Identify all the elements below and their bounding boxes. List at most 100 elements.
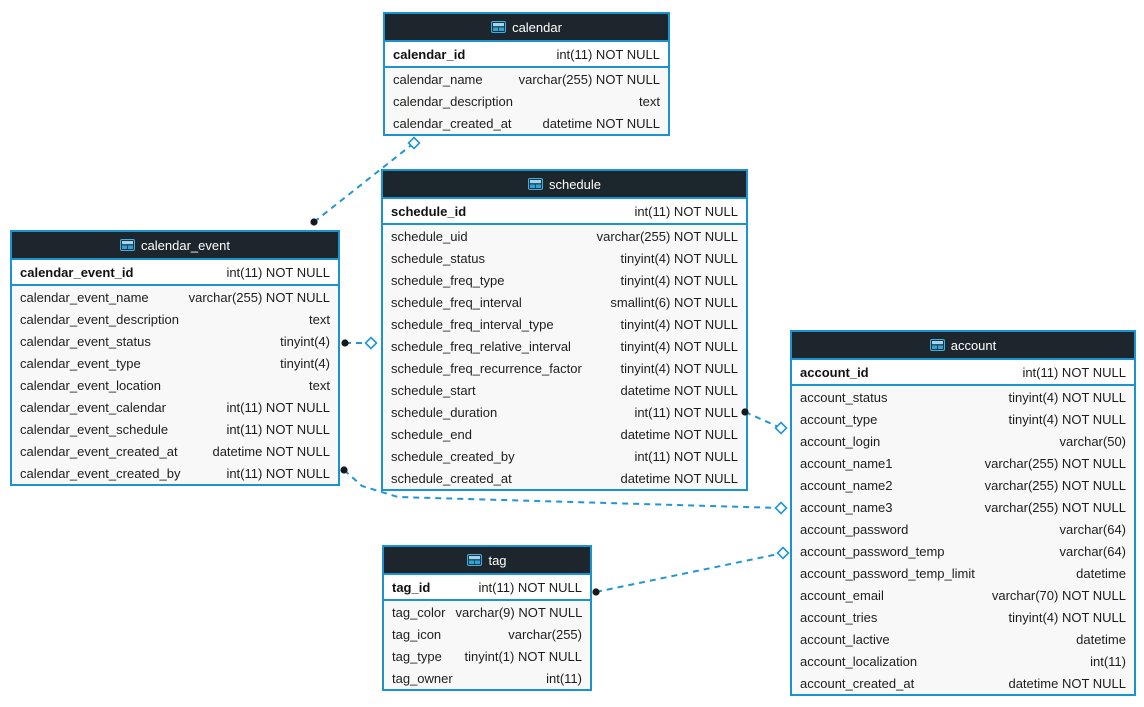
column-name: schedule_end bbox=[391, 426, 472, 442]
column-name: account_tries bbox=[800, 609, 878, 625]
primary-key-type: int(11) NOT NULL bbox=[1022, 364, 1126, 380]
column-name: schedule_freq_interval_type bbox=[391, 316, 554, 332]
column-name: schedule_freq_relative_interval bbox=[391, 338, 571, 354]
column-type: tinyint(4) NOT NULL bbox=[620, 360, 738, 376]
relationship-diamond-marker bbox=[364, 336, 378, 350]
column-name: account_type bbox=[800, 411, 878, 427]
column-type: tinyint(1) NOT NULL bbox=[464, 648, 582, 664]
column-name: calendar_event_location bbox=[20, 377, 161, 393]
column-row-account_name2: account_name2 varchar(255) NOT NULL bbox=[792, 474, 1134, 496]
primary-key-row: calendar_id int(11) NOT NULL bbox=[385, 42, 668, 68]
column-type: int(11) NOT NULL bbox=[634, 404, 738, 420]
column-name: calendar_event_created_at bbox=[20, 443, 178, 459]
column-name: calendar_event_status bbox=[20, 333, 151, 349]
column-type: text bbox=[639, 93, 660, 109]
column-type: text bbox=[309, 311, 330, 327]
primary-key-type: int(11) NOT NULL bbox=[556, 46, 660, 62]
column-name: account_login bbox=[800, 433, 881, 449]
column-type: varchar(64) bbox=[1059, 521, 1126, 537]
primary-key-type: int(11) NOT NULL bbox=[634, 203, 738, 219]
column-type: varchar(255) NOT NULL bbox=[984, 477, 1126, 493]
table-title: calendar_event bbox=[141, 237, 230, 253]
column-name: account_password_temp_limit bbox=[800, 565, 975, 581]
primary-key-name: tag_id bbox=[392, 579, 431, 595]
primary-key-row: account_id int(11) NOT NULL bbox=[792, 360, 1134, 386]
primary-key-type: int(11) NOT NULL bbox=[226, 264, 330, 280]
column-name: schedule_created_by bbox=[391, 448, 515, 464]
column-type: tinyint(4) bbox=[280, 333, 330, 349]
primary-key-row: schedule_id int(11) NOT NULL bbox=[383, 199, 746, 225]
column-type: int(11) NOT NULL bbox=[634, 448, 738, 464]
column-type: tinyint(4) NOT NULL bbox=[1008, 411, 1126, 427]
primary-key-name: calendar_id bbox=[393, 46, 466, 62]
table-title: schedule bbox=[548, 176, 602, 192]
table-header-tag[interactable]: tag bbox=[384, 547, 590, 575]
column-type: int(11) bbox=[1090, 653, 1126, 669]
column-name: account_name2 bbox=[800, 477, 893, 493]
column-type: tinyint(4) bbox=[280, 355, 330, 371]
column-type: datetime NOT NULL bbox=[620, 426, 738, 442]
relationship-line-schedule-account bbox=[744, 411, 782, 429]
table-calendar_event[interactable]: calendar_event calendar_event_id int(11) N… bbox=[10, 230, 340, 486]
column-name: tag_icon bbox=[392, 626, 442, 642]
column-row-account_type: account_type tinyint(4) NOT NULL bbox=[792, 408, 1134, 430]
table-icon bbox=[120, 239, 136, 251]
primary-key-name: schedule_id bbox=[391, 203, 467, 219]
relationship-diamond-marker bbox=[774, 501, 788, 515]
column-row-account_password: account_password varchar(64) bbox=[792, 518, 1134, 540]
primary-key-name: calendar_event_id bbox=[20, 264, 134, 280]
column-type: int(11) NOT NULL bbox=[226, 465, 330, 481]
relationship-dot-marker bbox=[592, 588, 600, 596]
column-type: tinyint(4) NOT NULL bbox=[620, 338, 738, 354]
column-type: varchar(64) bbox=[1059, 543, 1126, 559]
relationship-diamond-marker bbox=[774, 421, 788, 435]
column-name: calendar_name bbox=[393, 71, 483, 87]
relationship-diamond-marker bbox=[776, 546, 790, 560]
table-header-account[interactable]: account bbox=[792, 332, 1134, 360]
column-name: calendar_event_description bbox=[20, 311, 179, 327]
relationship-dot-marker bbox=[310, 218, 318, 226]
column-row-schedule_freq_interval_type: schedule_freq_interval_type tinyint(4) NO… bbox=[383, 313, 746, 335]
column-name: schedule_freq_recurrence_factor bbox=[391, 360, 582, 376]
column-type: tinyint(4) NOT NULL bbox=[620, 316, 738, 332]
column-name: calendar_description bbox=[393, 93, 513, 109]
column-name: account_password bbox=[800, 521, 909, 537]
column-name: account_name3 bbox=[800, 499, 893, 515]
table-header-calendar_event[interactable]: calendar_event bbox=[12, 232, 338, 260]
column-type: datetime NOT NULL bbox=[212, 443, 330, 459]
column-type: int(11) bbox=[546, 670, 582, 686]
column-name: schedule_duration bbox=[391, 404, 498, 420]
table-header-schedule[interactable]: schedule bbox=[383, 171, 746, 199]
relationship-dot-marker bbox=[340, 466, 348, 474]
column-type: tinyint(4) NOT NULL bbox=[620, 272, 738, 288]
column-name: schedule_freq_interval bbox=[391, 294, 522, 310]
column-name: schedule_start bbox=[391, 382, 476, 398]
column-name: tag_owner bbox=[392, 670, 453, 686]
table-title: tag bbox=[488, 552, 507, 568]
column-type: datetime NOT NULL bbox=[542, 115, 660, 131]
column-type: varchar(70) NOT NULL bbox=[991, 587, 1126, 603]
primary-key-name: account_id bbox=[800, 364, 869, 380]
column-row-schedule_end: schedule_end datetime NOT NULL bbox=[383, 423, 746, 445]
table-icon bbox=[467, 554, 483, 566]
column-name: calendar_event_type bbox=[20, 355, 141, 371]
column-type: varchar(9) NOT NULL bbox=[455, 604, 583, 620]
column-type: datetime NOT NULL bbox=[620, 470, 738, 486]
table-header-calendar[interactable]: calendar bbox=[385, 14, 668, 42]
column-row-calendar_event_status: calendar_event_status tinyint(4) bbox=[12, 330, 338, 352]
